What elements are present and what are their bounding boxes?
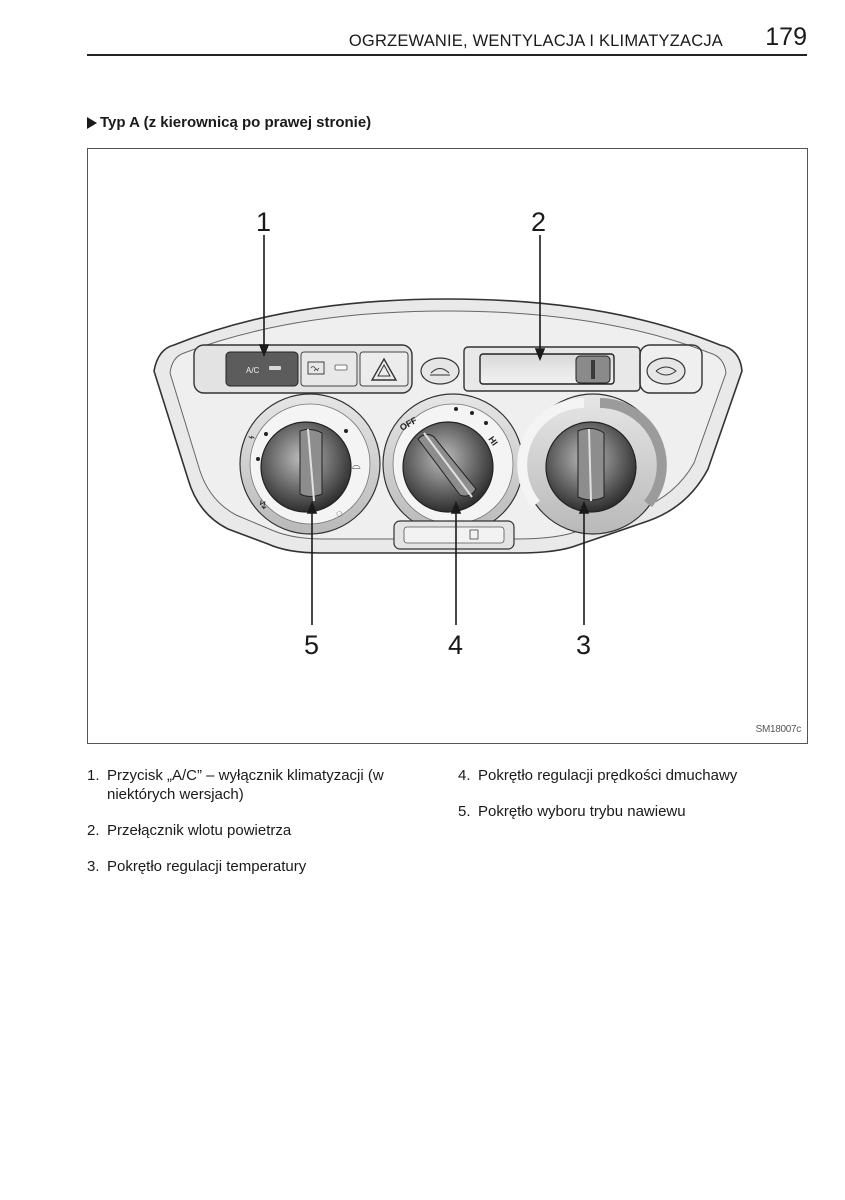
- recirculate-icon: [430, 368, 450, 374]
- caption-text: Przycisk „A/C” – wyłącznik klimatyzacji …: [107, 767, 384, 803]
- section-heading-text: Typ A (z kierownicą po prawej stronie): [100, 114, 372, 131]
- section-heading: Typ A (z kierownicą po prawej stronie): [87, 114, 371, 131]
- hazard-button[interactable]: [359, 351, 409, 387]
- defogger-indicator-light: [334, 364, 348, 371]
- control-panel-figure: A/C: [87, 148, 808, 744]
- caption-number: 4.: [458, 767, 471, 784]
- face-mode-icon: ⌁: [248, 430, 255, 444]
- recirculate-small-icon: [469, 529, 479, 540]
- control-panel-illustration: A/C: [153, 207, 743, 660]
- callout-3: 3: [576, 630, 591, 660]
- caption-number: 2.: [87, 822, 100, 839]
- callout-1: 1: [256, 207, 271, 237]
- callout-5: 5: [304, 630, 319, 660]
- recirculate-oval-button[interactable]: [420, 357, 460, 385]
- caption-item: 5. Pokrętło wyboru trybu nawiewu: [458, 802, 808, 821]
- caption-item: 4. Pokrętło regulacji prędkości dmuchawy: [458, 766, 808, 785]
- callout-4: 4: [448, 630, 463, 660]
- chapter-title: OGRZEWANIE, WENTYLACJA I KLIMATYZACJA: [348, 32, 723, 50]
- caption-number: 3.: [87, 858, 100, 875]
- callout-2: 2: [531, 207, 546, 237]
- ac-indicator-light: [269, 366, 281, 370]
- caption-text: Pokrętło regulacji prędkości dmuchawy: [478, 767, 738, 784]
- caption-item: 3. Pokrętło regulacji temperatury: [87, 857, 427, 876]
- rear-defogger-icon: [307, 361, 325, 375]
- button-strip: A/C: [193, 344, 703, 394]
- caption-item: 2. Przełącznik wlotu powietrza: [87, 821, 427, 840]
- captions-left-column: 1. Przycisk „A/C” – wyłącznik klimatyzac…: [87, 766, 427, 893]
- rear-defogger-button[interactable]: [300, 351, 358, 387]
- fresh-air-icon: [655, 366, 677, 376]
- ac-button-label: A/C: [246, 366, 260, 375]
- captions-right-column: 4. Pokrętło regulacji prędkości dmuchawy…: [458, 766, 808, 838]
- temperature-scale: [599, 398, 667, 508]
- caption-number: 1.: [87, 767, 100, 784]
- fan-speed-knob[interactable]: OFF HI: [382, 393, 524, 535]
- fresh-air-oval-button[interactable]: [646, 357, 686, 385]
- caption-number: 5.: [458, 803, 471, 820]
- temperature-knob[interactable]: [517, 393, 667, 535]
- hazard-triangle-icon: [370, 357, 398, 381]
- caption-text: Pokrętło wyboru trybu nawiewu: [478, 803, 686, 820]
- caption-text: Pokrętło regulacji temperatury: [107, 858, 307, 875]
- foot-mode-icon: ↯: [258, 498, 268, 512]
- defrost-mode-icon: ⌓: [352, 460, 361, 472]
- callout-lines: [258, 235, 590, 625]
- caption-item: 1. Przycisk „A/C” – wyłącznik klimatyzac…: [87, 766, 427, 804]
- air-intake-slider[interactable]: [463, 346, 641, 392]
- page-number: 179: [765, 23, 807, 51]
- triangle-bullet-icon: [87, 116, 97, 129]
- ac-button[interactable]: A/C: [225, 351, 299, 387]
- windshield-mode-icon: ◌: [336, 508, 343, 520]
- figure-code: SM18007c: [755, 724, 802, 735]
- caption-text: Przełącznik wlotu powietrza: [107, 822, 292, 839]
- mode-selector-knob[interactable]: ⌁ ↯ ⌓ ◌: [239, 393, 381, 535]
- page-header: OGRZEWANIE, WENTYLACJA I KLIMATYZACJA 17…: [87, 23, 807, 56]
- bottom-panel-button[interactable]: [393, 520, 515, 550]
